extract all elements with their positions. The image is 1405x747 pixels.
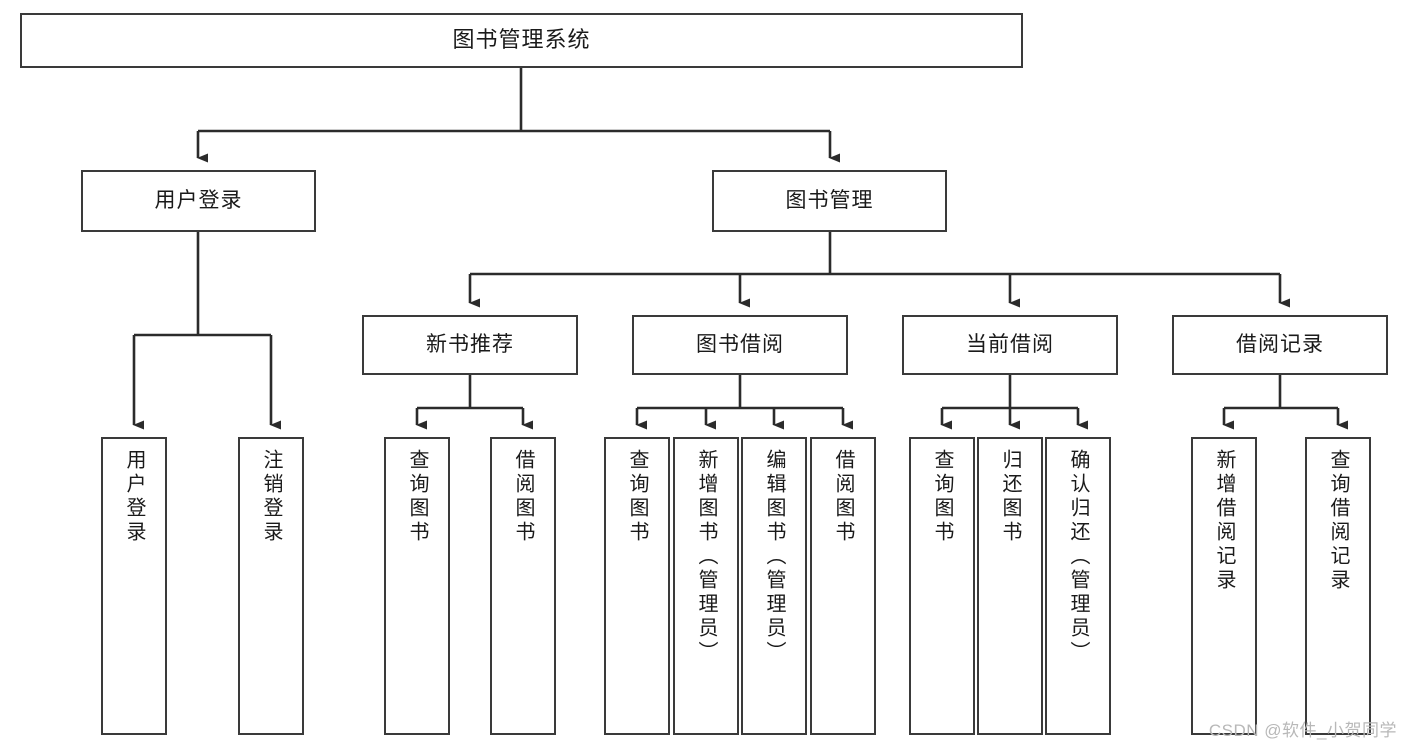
- node-user-login[interactable]: 用户登录: [81, 170, 316, 232]
- node-label: 借阅图书: [512, 449, 534, 545]
- leaf-borrow-query-book[interactable]: 查询图书: [604, 437, 670, 735]
- node-label: 借阅图书: [832, 449, 854, 545]
- leaf-current-query-book[interactable]: 查询图书: [909, 437, 975, 735]
- node-label: 查询图书: [626, 449, 648, 545]
- node-book-management[interactable]: 图书管理: [712, 170, 947, 232]
- node-label: 当前借阅: [966, 333, 1054, 357]
- leaf-record-add-record[interactable]: 新增借阅记录: [1191, 437, 1257, 735]
- node-root-system[interactable]: 图书管理系统: [20, 13, 1023, 68]
- node-label: 用户登录: [154, 189, 243, 213]
- leaf-user-login[interactable]: 用户登录: [101, 437, 167, 735]
- node-book-borrow[interactable]: 图书借阅: [632, 315, 848, 375]
- node-label: 注销登录: [260, 449, 282, 545]
- node-label: 编辑图书（管理员）: [763, 449, 785, 665]
- node-label: 图书管理系统: [452, 27, 591, 53]
- node-label: 查询图书: [931, 449, 953, 545]
- node-label: 借阅记录: [1236, 333, 1324, 357]
- node-label: 图书借阅: [696, 333, 784, 357]
- leaf-borrow-borrow-book[interactable]: 借阅图书: [810, 437, 876, 735]
- leaf-borrow-add-book[interactable]: 新增图书（管理员）: [673, 437, 739, 735]
- leaf-user-logout[interactable]: 注销登录: [238, 437, 304, 735]
- node-label: 查询图书: [406, 449, 428, 545]
- node-label: 确认归还（管理员）: [1067, 449, 1089, 665]
- node-label: 新书推荐: [426, 333, 514, 357]
- leaf-recommend-borrow-book[interactable]: 借阅图书: [490, 437, 556, 735]
- node-label: 归还图书: [999, 449, 1021, 545]
- node-borrow-record[interactable]: 借阅记录: [1172, 315, 1388, 375]
- leaf-borrow-edit-book[interactable]: 编辑图书（管理员）: [741, 437, 807, 735]
- node-label: 图书管理: [785, 189, 874, 213]
- leaf-record-query-record[interactable]: 查询借阅记录: [1305, 437, 1371, 735]
- leaf-current-confirm-return[interactable]: 确认归还（管理员）: [1045, 437, 1111, 735]
- leaf-current-return-book[interactable]: 归还图书: [977, 437, 1043, 735]
- node-label: 新增借阅记录: [1213, 449, 1235, 593]
- node-label: 查询借阅记录: [1327, 449, 1349, 593]
- node-new-book-recommend[interactable]: 新书推荐: [362, 315, 578, 375]
- watermark: CSDN @软件_小贺同学: [1208, 721, 1397, 740]
- node-current-borrow[interactable]: 当前借阅: [902, 315, 1118, 375]
- node-label: 新增图书（管理员）: [695, 449, 717, 665]
- leaf-recommend-query-book[interactable]: 查询图书: [384, 437, 450, 735]
- node-label: 用户登录: [123, 449, 145, 545]
